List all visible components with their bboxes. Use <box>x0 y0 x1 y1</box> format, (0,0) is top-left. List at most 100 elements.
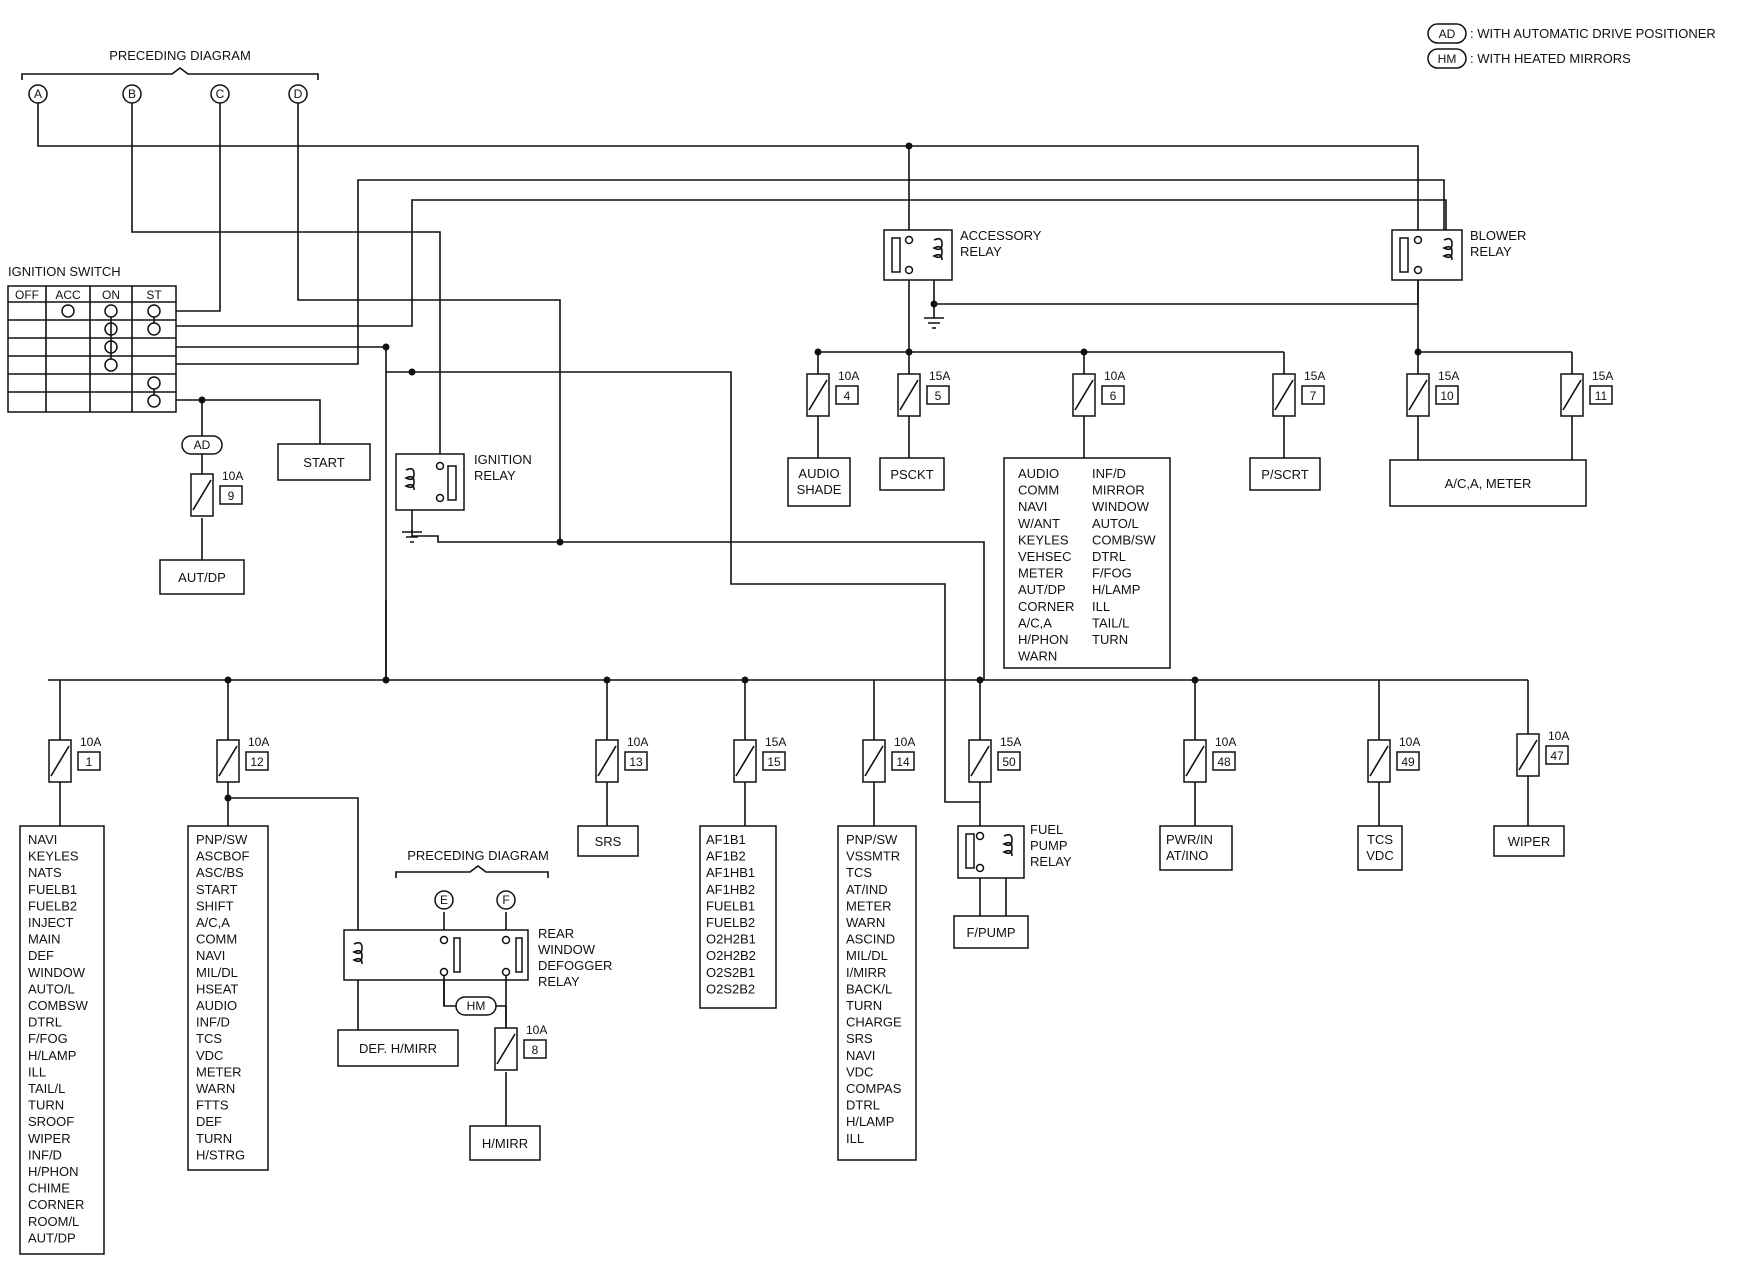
defogger-relay-switch-2 <box>515 937 523 973</box>
fuse-number-box <box>1301 385 1325 405</box>
pwrin-label-1: PWR/IN <box>1166 832 1213 847</box>
fuse-rating: 15A <box>1304 369 1325 383</box>
defogger-relay-label-1: REAR <box>538 926 574 941</box>
wire-c <box>176 103 221 312</box>
load-item: TURN <box>1092 632 1128 647</box>
fuse12-loads: PNP/SWASCBOFASC/BSSTARTSHIFTA/C,ACOMMNAV… <box>196 832 250 1162</box>
connector-c-label: C <box>216 87 225 101</box>
defogger-relay-switch-1 <box>453 937 461 973</box>
fuse-element <box>899 379 919 411</box>
load-item: BACK/L <box>846 981 892 996</box>
load-item: AUDIO <box>1018 466 1059 481</box>
connector-b-label: B <box>128 87 136 101</box>
fuse-number: 12 <box>250 755 264 769</box>
load-item: PNP/SW <box>846 832 898 847</box>
fuse-number: 7 <box>1310 389 1317 403</box>
load-item: WARN <box>846 915 885 930</box>
fuse-number-box <box>1396 751 1420 771</box>
preceding-brace-bottom <box>395 865 549 878</box>
fuse-number: 50 <box>1002 755 1016 769</box>
audio-shade-label-1: AUDIO <box>798 466 839 481</box>
load-item: NAVI <box>28 832 57 847</box>
junction <box>976 676 984 684</box>
fuse-rating: 10A <box>80 735 101 749</box>
acameter-label: A/C,A, METER <box>1445 476 1532 491</box>
fuse-number-box <box>219 485 243 505</box>
fuse-rating: 10A <box>1215 735 1236 749</box>
switch-contact <box>147 304 161 318</box>
load-item: AF1B1 <box>706 832 746 847</box>
pwrin-label-2: AT/INO <box>1166 848 1208 863</box>
wire-fuel-pump-relay-feed <box>386 371 980 803</box>
junction <box>382 343 390 351</box>
fuse-rating: 15A <box>1438 369 1459 383</box>
load-item: SRS <box>846 1031 873 1046</box>
ad-legend-badge <box>1427 23 1467 44</box>
fuse-number: 10 <box>1440 389 1454 403</box>
ignition-switch-table <box>7 285 177 413</box>
legend: AD : WITH AUTOMATIC DRIVE POSITIONER HM … <box>1427 23 1716 69</box>
fuse-element <box>1408 379 1428 411</box>
preceding-diagram-top-title: PRECEDING DIAGRAM <box>109 48 251 63</box>
load-item: ASCIND <box>846 932 895 947</box>
load-item: H/LAMP <box>28 1048 76 1063</box>
load-item: O2H2B1 <box>706 932 756 947</box>
connector-f <box>496 890 516 910</box>
fuse-rating: 15A <box>1000 735 1021 749</box>
load-item: COMB/SW <box>1092 532 1156 547</box>
ignition-relay-coil <box>404 467 415 491</box>
fuse-number-box <box>926 385 950 405</box>
fuse-rating: 10A <box>526 1023 547 1037</box>
load-item: CORNER <box>28 1197 84 1212</box>
loads: AUDIO SHADE PSCKT AUDIOCOMMNAVIW/ANTKEYL… <box>19 457 1587 1255</box>
load-item: TURN <box>846 998 882 1013</box>
fuel-pump-relay-label-1: FUEL <box>1030 822 1063 837</box>
fuse-rating: 15A <box>765 735 786 749</box>
load-item: WINDOW <box>1092 499 1150 514</box>
load-item: NAVI <box>196 948 225 963</box>
load-item: WINDOW <box>28 965 86 980</box>
hm-legend-code: HM <box>1438 52 1457 66</box>
fuse-element <box>735 745 755 777</box>
ignition-relay-label-1: IGNITION <box>474 452 532 467</box>
fuse-rating: 10A <box>1104 369 1125 383</box>
relay-terminal <box>975 863 985 873</box>
load-item: WARN <box>196 1081 235 1096</box>
load-item: DTRL <box>846 1098 880 1113</box>
load-item: SROOF <box>28 1114 74 1129</box>
switch-links <box>110 317 155 395</box>
fuse-element <box>864 745 884 777</box>
relay-terminal <box>904 265 914 275</box>
connector-a-label: A <box>34 87 42 101</box>
ignition-relay-label-2: RELAY <box>474 468 516 483</box>
tcsvdc-label-1: TCS <box>1367 832 1393 847</box>
fuel-pump-relay-coil <box>1002 833 1013 857</box>
ignition-relay-switch <box>447 465 457 501</box>
load-item: VSSMTR <box>846 849 900 864</box>
load-item: F/FOG <box>1092 566 1132 581</box>
load-item: TCS <box>846 865 872 880</box>
fuse-number: 14 <box>896 755 910 769</box>
load-item: START <box>196 882 237 897</box>
defogger-relay: PRECEDING DIAGRAM E F REAR WINDOW DEFOGG… <box>337 848 612 1161</box>
load-item: W/ANT <box>1018 516 1060 531</box>
fpump-label: F/PUMP <box>966 925 1015 940</box>
load-item: METER <box>196 1064 242 1079</box>
wire-start <box>176 399 321 444</box>
load-item: INJECT <box>28 915 74 930</box>
load-item: KEYLES <box>28 849 79 864</box>
junctions <box>198 142 1422 802</box>
fuse1-loads-box <box>19 825 105 1255</box>
fpump-box <box>953 915 1029 949</box>
ignition-relay: IGNITION RELAY <box>395 452 532 543</box>
load-item: VDC <box>196 1048 223 1063</box>
def-hmirr-label: DEF. H/MIRR <box>359 1041 437 1056</box>
switch-header-acc: ACC <box>55 288 81 302</box>
fuse-number: 13 <box>629 755 643 769</box>
